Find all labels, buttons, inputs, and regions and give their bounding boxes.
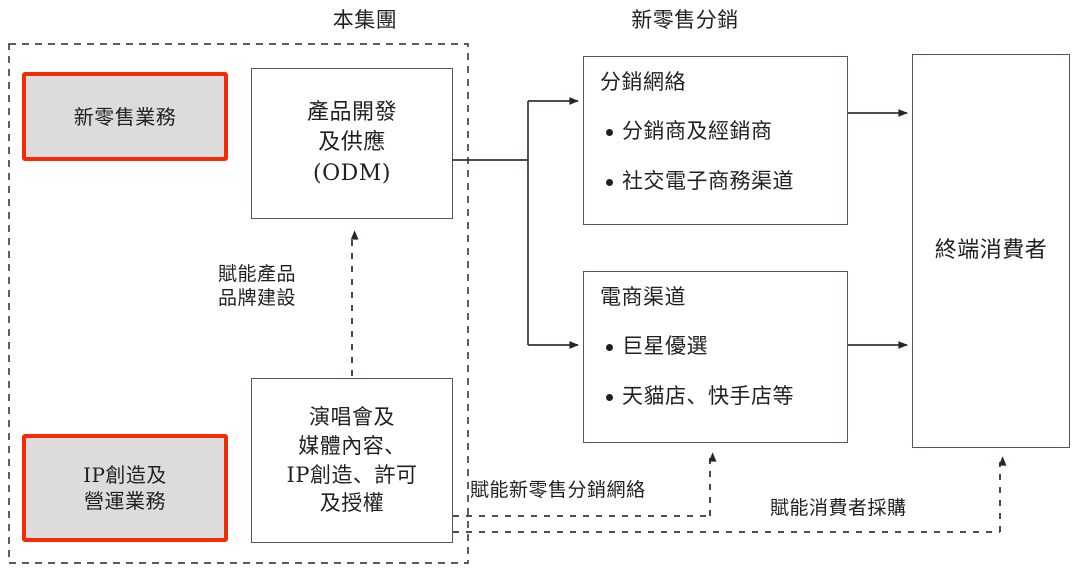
box-ecommerce-channel[interactable]: 電商渠道 巨星優選 天貓店、快手店等 [583,271,848,443]
box-end-consumer[interactable]: 終端消費者 [912,54,1070,448]
odm-line-1: 產品開發 [306,99,397,125]
odm-line-3: (ODM) [313,160,391,186]
box-ip-creation-operation-label: IP創造及 營運業務 [83,462,167,514]
box-distribution-network[interactable]: 分銷網絡 分銷商及經銷商 社交電子商務渠道 [583,56,848,225]
box-end-consumer-label: 終端消費者 [934,237,1048,263]
distribution-network-bullets: 分銷商及經銷商 社交電子商務渠道 [598,96,847,195]
odm-line-2: 及供應 [318,130,386,156]
box-odm[interactable]: 產品開發 及供應 (ODM) [251,68,453,219]
box-concert-media-ip[interactable]: 演唱會及 媒體內容、 IP創造、許可 及授權 [251,378,453,543]
ecommerce-bullet-1: 巨星優選 [622,334,708,359]
bullet-dot-icon [606,393,613,401]
bullet-dot-icon [606,178,613,186]
label-empower-product-brand: 賦能產品 品牌建設 [217,263,296,310]
box-new-retail-business-label: 新零售業務 [73,104,177,129]
odm-to-channels-connector [453,97,579,349]
ip-line-1: IP創造及 [83,463,167,487]
concert-line-3: IP創造、許可 [286,462,418,487]
label-empower-consumer-purchase: 賦能消費者採購 [770,497,907,519]
bullet-dot-icon [606,344,613,352]
box-ip-creation-operation[interactable]: IP創造及 營運業務 [22,434,228,542]
concert-line-4: 及授權 [319,491,385,516]
list-item: 巨星優選 [598,333,847,360]
caption-group: 本集團 [332,8,398,32]
concert-line-2: 媒體內容、 [298,433,406,458]
box-new-retail-business[interactable]: 新零售業務 [22,72,228,161]
concert-line-1: 演唱會及 [309,404,395,429]
box-concert-media-ip-label: 演唱會及 媒體內容、 IP創造、許可 及授權 [287,403,418,519]
distribution-bullet-1: 分銷商及經銷商 [622,119,773,144]
ecommerce-channel-heading: 電商渠道 [600,285,686,309]
list-item: 分銷商及經銷商 [598,118,847,145]
bullet-dot-icon [606,129,613,137]
ecommerce-channel-bullets: 巨星優選 天貓店、快手店等 [598,311,847,410]
list-item: 天貓店、快手店等 [598,383,847,410]
box-odm-label: 產品開發 及供應 (ODM) [307,98,397,189]
ip-line-2: 營運業務 [83,489,166,513]
list-item: 社交電子商務渠道 [598,168,847,195]
caption-new-retail-distribution: 新零售分銷 [631,8,739,32]
label-empower-retail-network: 賦能新零售分銷網絡 [470,479,646,501]
ecommerce-bullet-2: 天貓店、快手店等 [622,383,794,408]
distribution-network-heading: 分銷網絡 [600,70,686,94]
distribution-bullet-2: 社交電子商務渠道 [622,168,794,193]
